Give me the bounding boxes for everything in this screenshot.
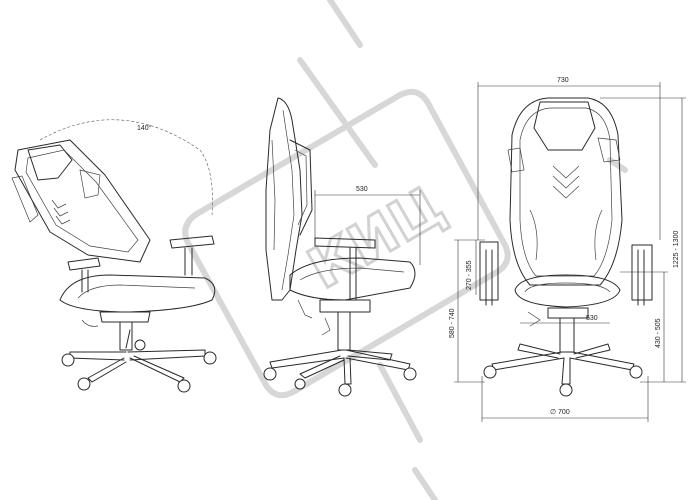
recline-angle-label: 140° — [137, 124, 152, 132]
watermark-stripes — [297, 0, 628, 500]
seat-width-label: 530 — [586, 315, 598, 322]
watermark: КИЦ — [182, 0, 628, 500]
watermark-stamp-frame — [182, 88, 511, 399]
seat-height-label: 580 - 740 — [449, 308, 456, 338]
side-view: 530 — [263, 97, 421, 397]
overall-height-label: 1225 - 1300 — [673, 231, 680, 268]
reclined-view: 140° — [11, 119, 217, 393]
armrest-height-label: 270 - 355 — [466, 260, 473, 290]
overall-width-label: 730 — [557, 77, 569, 84]
front-view: 730 530 270 - 355 580 - 740 430 - 505 12… — [449, 77, 686, 422]
base-diameter-label: ∅ 700 — [550, 409, 570, 416]
recline-angle-arc — [39, 119, 213, 216]
seat-floor-height-label: 430 - 505 — [655, 318, 662, 348]
seat-depth-label: 530 — [356, 186, 368, 193]
